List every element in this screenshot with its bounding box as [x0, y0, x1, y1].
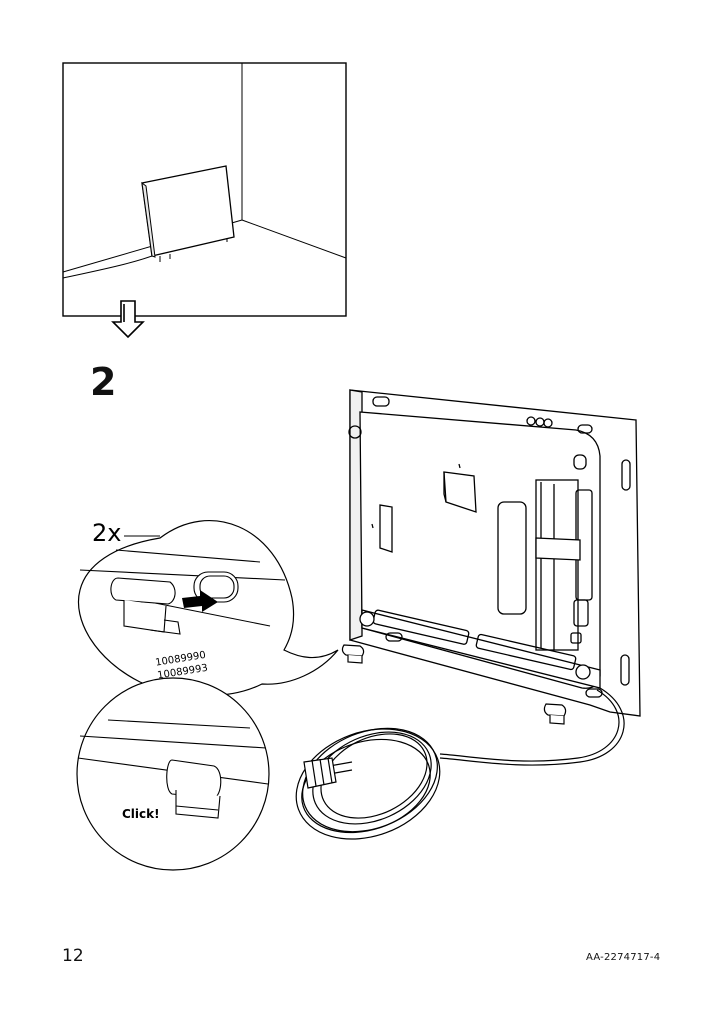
step-number: 2: [90, 360, 117, 404]
push-arrow-icon: [182, 590, 218, 612]
clip-quantity: 2x: [92, 519, 121, 547]
page-number: 12: [62, 946, 84, 966]
click-label: Click!: [122, 807, 160, 821]
power-cable-icon: [295, 687, 625, 840]
callout-insert-clips: [78, 520, 339, 697]
cable-clip-right: [543, 703, 567, 725]
frame-back-panel: [348, 389, 641, 717]
reference-room-scene: [62, 62, 347, 317]
document-code: AA-2274717-4: [586, 952, 661, 963]
next-step-arrow-icon: [111, 300, 145, 339]
callout-click: [76, 677, 270, 871]
cable-clip-left: [341, 644, 365, 664]
